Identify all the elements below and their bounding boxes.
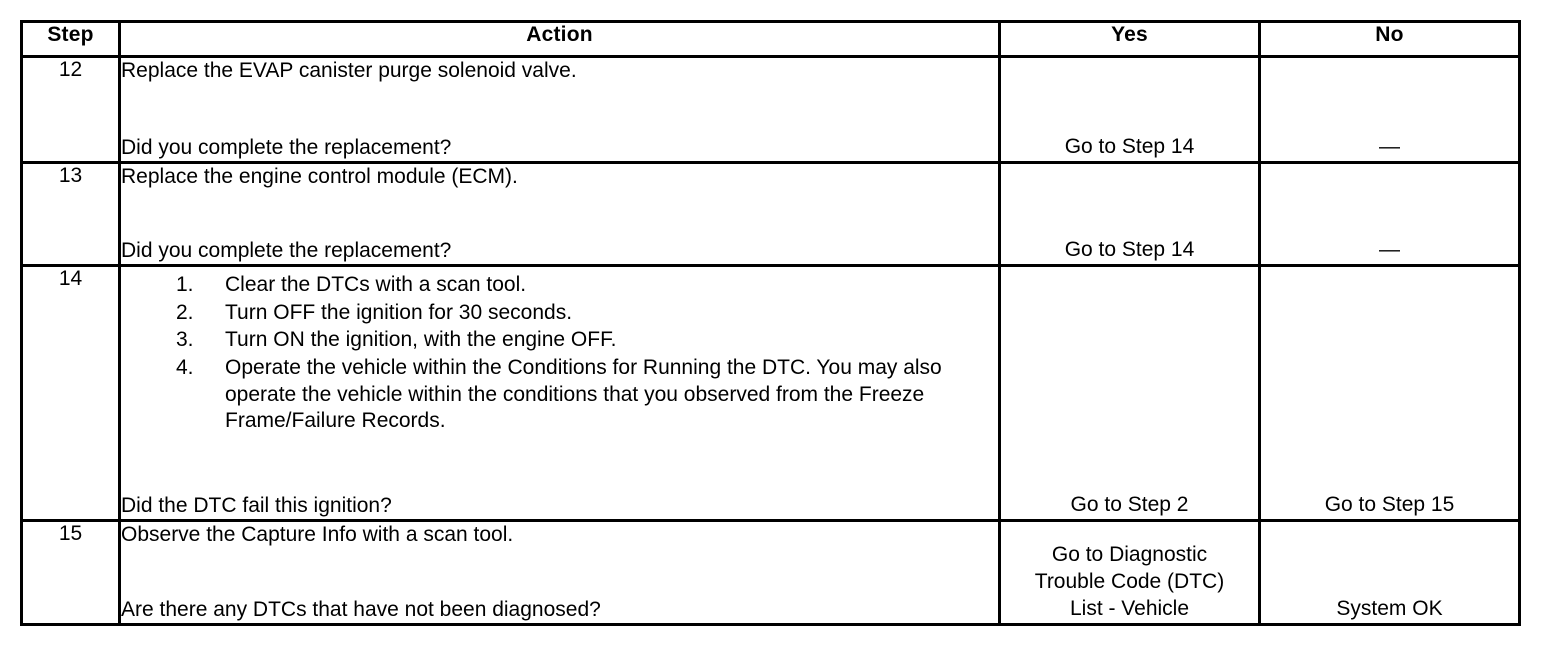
table-row: 13 Replace the engine control module (EC…: [20, 161, 1521, 267]
action-list-number: 2.: [176, 300, 194, 324]
action-list-text: Clear the DTCs with a scan tool.: [225, 273, 527, 296]
step-number-cell: 13: [20, 161, 121, 267]
action-question: Did you complete the replacement?: [121, 135, 452, 159]
yes-result-cell: Go to Step 2: [998, 264, 1261, 522]
column-header-action: Action: [118, 20, 1001, 58]
no-result-line: —: [1379, 135, 1400, 159]
yes-result-line: Trouble Code (DTC): [1034, 570, 1225, 594]
no-result-cell: System OK: [1258, 519, 1521, 626]
yes-result-line: List - Vehicle: [1069, 597, 1190, 621]
yes-result-line: Go to Step 2: [1070, 493, 1189, 517]
table-row: 15 Observe the Capture Info with a scan …: [20, 519, 1521, 626]
no-result-cell: —: [1258, 55, 1521, 164]
action-list-item: 1. Clear the DTCs with a scan tool.: [121, 272, 998, 299]
table-body: 12 Replace the EVAP canister purge solen…: [20, 55, 1521, 626]
action-list-text: Turn OFF the ignition for 30 seconds.: [225, 300, 573, 324]
no-result-line: —: [1379, 238, 1400, 262]
yes-result-line: Go to Diagnostic: [1051, 543, 1208, 567]
action-list-item: 2. Turn OFF the ignition for 30 seconds.: [121, 300, 998, 327]
action-instruction: Observe the Capture Info with a scan too…: [121, 523, 514, 546]
table-row: 12 Replace the EVAP canister purge solen…: [20, 55, 1521, 164]
action-question: Did the DTC fail this ignition?: [121, 493, 392, 517]
action-list-text: Turn ON the ignition, with the engine OF…: [225, 328, 617, 352]
yes-result-cell: Go to Diagnostic Trouble Code (DTC) List…: [998, 519, 1261, 626]
step-number-cell: 14: [20, 264, 121, 522]
table-header: Step Action Yes No: [20, 20, 1521, 58]
column-header-step: Step: [20, 20, 121, 58]
table-row: 14 1. Clear the DTCs with a scan tool. 2…: [20, 264, 1521, 522]
table-header-row: Step Action Yes No: [20, 20, 1521, 58]
no-result-line: System OK: [1336, 597, 1443, 621]
action-cell: 1. Clear the DTCs with a scan tool. 2. T…: [118, 264, 1001, 522]
column-header-yes: Yes: [998, 20, 1261, 58]
action-instruction: Replace the EVAP canister purge solenoid…: [121, 59, 577, 82]
action-question: Are there any DTCs that have not been di…: [121, 597, 601, 621]
action-list-number: 3.: [176, 328, 194, 352]
diagnostic-procedure-table: Step Action Yes No 12 Replace the EVAP c…: [20, 20, 1521, 626]
action-numbered-list: 1. Clear the DTCs with a scan tool. 2. T…: [121, 272, 998, 436]
action-cell: Observe the Capture Info with a scan too…: [118, 519, 1001, 626]
action-question: Did you complete the replacement?: [121, 238, 452, 262]
no-result-cell: Go to Step 15: [1258, 264, 1521, 522]
action-instruction: Replace the engine control module (ECM).: [121, 165, 518, 188]
action-cell: Replace the EVAP canister purge solenoid…: [118, 55, 1001, 164]
yes-result-line: Go to Step 14: [1064, 238, 1195, 262]
yes-result-cell: Go to Step 14: [998, 55, 1261, 164]
action-list-text: Operate the vehicle within the Condition…: [225, 355, 942, 433]
action-list-item: 3. Turn ON the ignition, with the engine…: [121, 327, 998, 354]
no-result-cell: —: [1258, 161, 1521, 267]
no-result-line: Go to Step 15: [1324, 493, 1455, 517]
action-list-item: 4. Operate the vehicle within the Condit…: [121, 355, 998, 435]
yes-result-line: Go to Step 14: [1064, 135, 1195, 159]
action-list-number: 4.: [176, 355, 194, 379]
column-header-no: No: [1258, 20, 1521, 58]
action-list-number: 1.: [176, 273, 194, 296]
step-number-cell: 15: [20, 519, 121, 626]
step-number-cell: 12: [20, 55, 121, 164]
yes-result-cell: Go to Step 14: [998, 161, 1261, 267]
action-cell: Replace the engine control module (ECM).…: [118, 161, 1001, 267]
